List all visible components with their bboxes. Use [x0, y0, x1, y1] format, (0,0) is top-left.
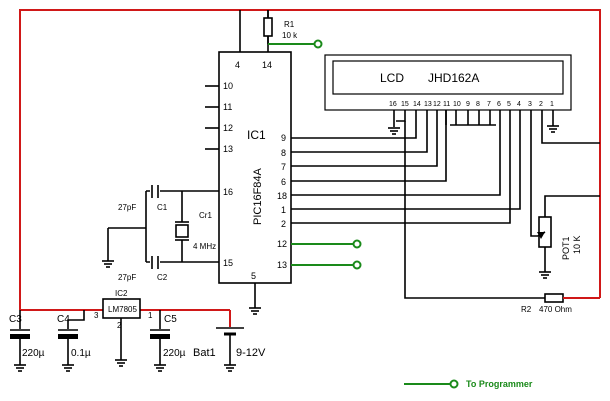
ic1-pin-14: 14 — [262, 60, 272, 70]
capacitor-c4: C4 0.1µ — [57, 310, 91, 372]
lcd-pin-5: 5 — [507, 101, 511, 108]
programmer-wire-rb6 — [291, 239, 362, 249]
bat1-value: 9-12V — [236, 347, 266, 359]
lcd-wiring — [291, 110, 600, 237]
c4-value: 0.1µ — [71, 348, 91, 359]
r1-ref: R1 — [284, 20, 295, 29]
ic1-pic16f84a: 4 14 IC1 PIC16F84A 10 11 12 13 16 15 9 8… — [205, 10, 292, 284]
lcd-pin-14: 14 — [413, 101, 421, 108]
ic1-pin-11: 11 — [223, 102, 232, 112]
ic2-part: LM7805 — [108, 305, 137, 314]
ic1-pin-13-bottom: 13 — [277, 260, 287, 270]
ic1-pin-10: 10 — [223, 81, 233, 91]
power-rail — [19, 9, 601, 311]
ic1-pin-1: 1 — [281, 205, 286, 215]
c5-ref: C5 — [164, 314, 177, 325]
ic1-pin-12-top: 12 — [223, 123, 233, 133]
ic1-pin-15: 15 — [223, 258, 233, 268]
ic2-pin-2: 2 — [117, 321, 122, 330]
lcd-part: JHD162A — [428, 71, 479, 85]
lcd-pin-16: 16 — [389, 101, 397, 108]
lcd-pin-8: 8 — [476, 101, 480, 108]
lcd-pin-9: 9 — [466, 101, 470, 108]
pot1-value: 10 K — [572, 235, 582, 254]
ic1-ground-symbol — [249, 283, 261, 315]
ic1-pin-16: 16 — [223, 187, 233, 197]
lcd-pin-1: 1 — [550, 101, 554, 108]
resistor-r2: R2 470 Ohm — [404, 121, 600, 314]
ic2-pin-1: 1 — [148, 311, 153, 320]
pot1-ref: POT1 — [561, 236, 571, 260]
lcd-pin-2: 2 — [539, 101, 543, 108]
crystal-value: 4 MHz — [193, 242, 216, 251]
c3-value: 220µ — [22, 348, 45, 359]
c2-ref: C2 — [157, 273, 168, 282]
c5-value: 220µ — [163, 348, 186, 359]
capacitor-c5: C5 220µ — [150, 310, 186, 372]
lcd-pin-7: 7 — [487, 101, 491, 108]
r2-value: 470 Ohm — [539, 305, 572, 314]
legend: To Programmer — [404, 379, 533, 389]
r1-value: 10 k — [282, 31, 298, 40]
c1-ref: C1 — [157, 203, 168, 212]
lcd-pin-10: 10 — [453, 101, 461, 108]
lcd-pin-12: 12 — [433, 101, 441, 108]
ic1-pin-12-bottom: 12 — [277, 239, 287, 249]
lcd-pin-13: 13 — [424, 101, 432, 108]
lcd-pin-3: 3 — [528, 101, 532, 108]
ic1-pin-2: 2 — [281, 219, 286, 229]
ic2-lm7805: LM7805 IC2 3 1 2 — [94, 289, 153, 367]
legend-label: To Programmer — [466, 379, 533, 389]
c3-ref: C3 — [9, 314, 22, 325]
ic1-pin-9: 9 — [281, 133, 286, 143]
lcd-pin-4: 4 — [517, 101, 521, 108]
programmer-wire-rb7 — [291, 260, 362, 270]
lcd-module: LCD JHD162A 16 15 14 13 12 11 10 9 8 7 6… — [324, 54, 572, 111]
ic1-pin-18: 18 — [277, 191, 287, 201]
battery-bat1: Bat1 9-12V — [193, 310, 266, 372]
ic1-pin-13-top: 13 — [223, 144, 233, 154]
ic2-ref: IC2 — [115, 289, 128, 298]
ic1-part: PIC16F84A — [252, 167, 264, 225]
ic1-pin-7: 7 — [281, 162, 286, 172]
c4-ref: C4 — [57, 314, 70, 325]
ic1-ref: IC1 — [247, 128, 266, 142]
lcd-pin-6: 6 — [497, 101, 501, 108]
oscillator-circuit: 27pF C1 27pF C2 Cr1 4 MHz — [102, 185, 219, 282]
c1-value: 27pF — [118, 203, 136, 212]
crystal-ref: Cr1 — [199, 211, 212, 220]
resistor-r1: R1 10 k — [263, 10, 298, 44]
r2-ref: R2 — [521, 305, 532, 314]
ic2-pin-3: 3 — [94, 311, 99, 320]
ic1-pin-4: 4 — [235, 60, 240, 70]
ic1-pin-8: 8 — [281, 148, 286, 158]
lcd-pin-15: 15 — [401, 101, 409, 108]
lcd-pin-11: 11 — [443, 101, 450, 108]
programmer-wire-mclr — [268, 39, 323, 49]
capacitor-c3: C3 220µ — [9, 310, 45, 372]
ic1-pin-5: 5 — [251, 271, 256, 281]
c2-value: 27pF — [118, 273, 136, 282]
bat1-ref: Bat1 — [193, 347, 216, 359]
ic1-pin-6: 6 — [281, 177, 286, 187]
potentiometer-pot1: POT1 10 K — [537, 195, 600, 279]
lcd-label: LCD — [380, 71, 404, 85]
